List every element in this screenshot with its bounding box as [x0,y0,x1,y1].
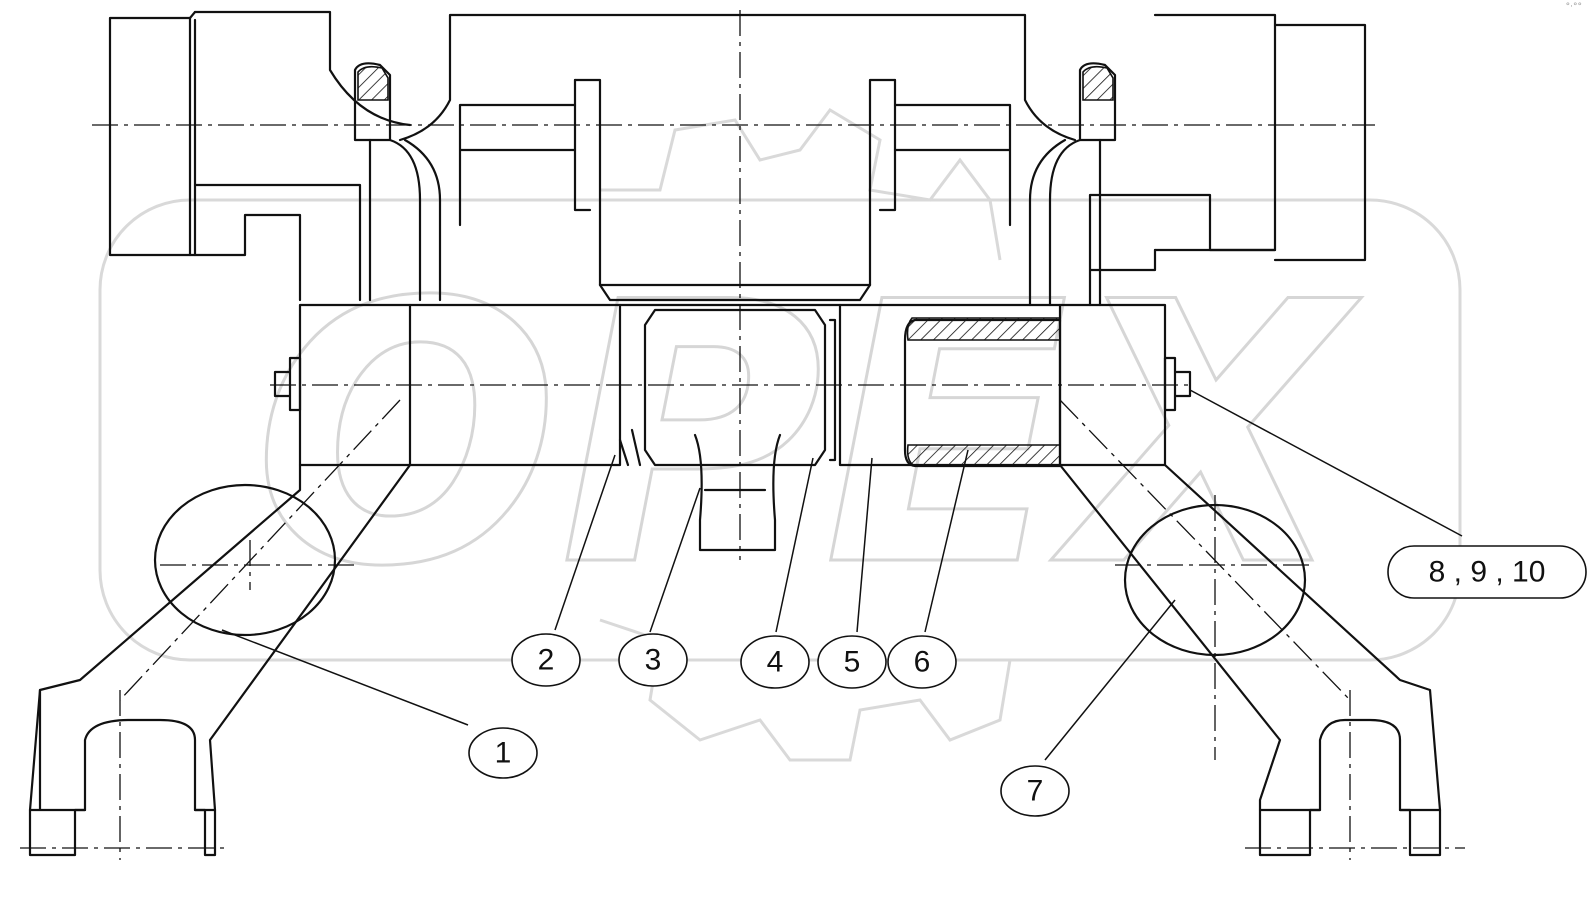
callout-6: 6 [887,635,957,689]
svg-text:7: 7 [1027,775,1044,808]
svg-text:5: 5 [844,646,861,679]
svg-text:1: 1 [495,737,512,770]
callout-4: 4 [740,635,810,689]
watermark-text: OPEX [253,226,1361,645]
callout-2: 2 [511,633,581,687]
svg-text:8 , 9 , 10: 8 , 9 , 10 [1429,556,1546,589]
watermark-gear-icon [599,108,1012,762]
callout-8-9-10: 8 , 9 , 10 [1387,545,1587,599]
linkage-drawing [20,10,1465,860]
svg-text:3: 3 [645,644,662,677]
leader-lines [221,389,1463,761]
callout-1: 1 [468,727,538,779]
svg-text:6: 6 [914,646,931,679]
callout-3: 3 [618,633,688,687]
callout-7: 7 [1000,765,1070,817]
svg-text:2: 2 [538,644,555,677]
callout-5: 5 [817,635,887,689]
watermark: OPEX [98,108,1462,762]
corner-mark: °·°° [1565,2,1582,12]
svg-text:4: 4 [767,646,784,679]
